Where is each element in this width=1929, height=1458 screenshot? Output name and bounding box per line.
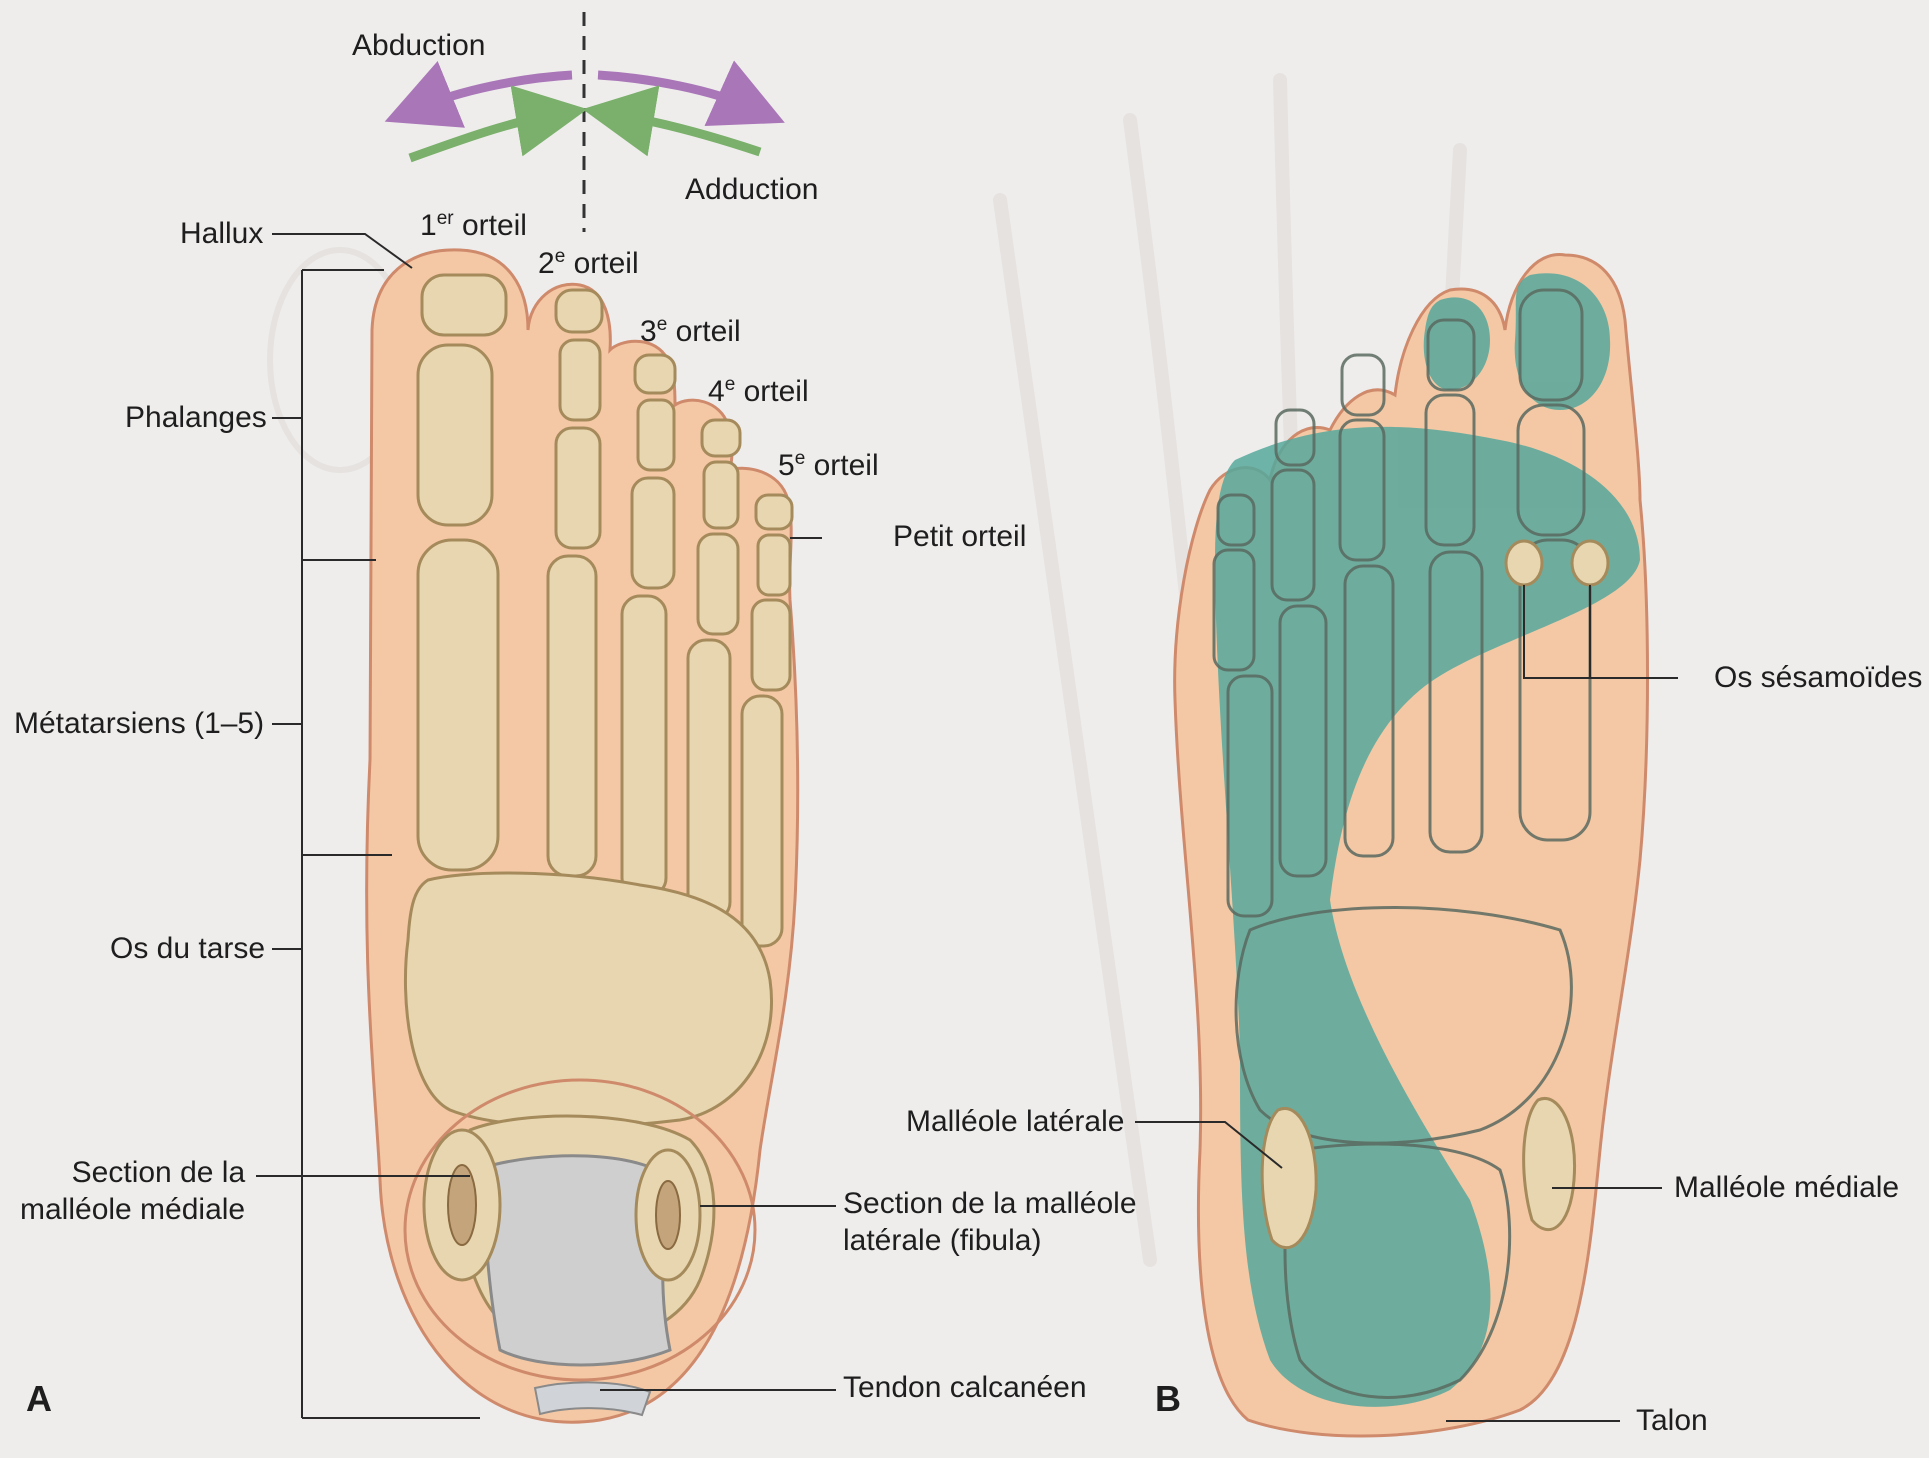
medial-malleolus-b	[1524, 1098, 1575, 1229]
talon-label: Talon	[1636, 1403, 1708, 1440]
sesamoid-bone-2	[1572, 541, 1608, 585]
phalanges-label: Phalanges	[125, 400, 267, 437]
section-malleole-laterale-line2: latérale (fibula)	[843, 1223, 1137, 1260]
toe4-middle-phalanx	[704, 462, 738, 528]
abduction-label: Abduction	[352, 28, 485, 65]
metatarsal-1	[418, 540, 498, 870]
metatarsal-5	[742, 696, 782, 946]
tarsal-bones	[405, 873, 771, 1127]
toe3-distal-phalanx	[635, 355, 675, 393]
adduction-label: Adduction	[685, 172, 818, 209]
panel-b-letter: B	[1155, 1378, 1181, 1420]
adduction-arrow-right	[618, 115, 760, 152]
petit-orteil-label: Petit orteil	[893, 519, 1026, 556]
toe-5-label: 5e orteil	[778, 448, 879, 485]
tendon-calcaneen-label: Tendon calcanéen	[843, 1370, 1087, 1407]
hallux-label: Hallux	[180, 216, 263, 253]
toe2-distal-phalanx	[556, 290, 602, 332]
os-sesamoides-label: Os sésamoïdes	[1714, 660, 1922, 697]
toe5-proximal-phalanx	[752, 600, 790, 690]
lateral-malleolus-marrow	[656, 1181, 680, 1249]
metatarsal-3	[622, 596, 666, 896]
toe5-middle-phalanx	[758, 535, 790, 595]
hallux-distal-phalanx	[422, 275, 506, 335]
toe4-distal-phalanx	[702, 420, 740, 456]
metatarsal-2	[548, 556, 596, 876]
section-malleole-mediale-label: Section de la malléole médiale	[20, 1155, 245, 1228]
toe2-proximal-phalanx	[556, 428, 600, 548]
toe5-distal-phalanx	[756, 495, 792, 529]
metatarsal-4	[688, 640, 730, 920]
abduction-arrow-left	[418, 75, 572, 108]
lateral-malleolus-b	[1262, 1108, 1316, 1247]
abduction-arrow-right	[598, 75, 752, 108]
section-malleole-laterale-label: Section de la malléole latérale (fibula)	[843, 1186, 1137, 1259]
malleole-laterale-label: Malléole latérale	[906, 1104, 1124, 1141]
sesamoid-bone-1	[1506, 541, 1542, 585]
toe3-middle-phalanx	[638, 400, 674, 470]
os-du-tarse-label: Os du tarse	[110, 931, 265, 968]
malleole-mediale-label: Malléole médiale	[1674, 1170, 1899, 1207]
toe-1-label: 1er orteil	[420, 208, 527, 245]
section-malleole-mediale-line2: malléole médiale	[20, 1192, 245, 1229]
toe2-middle-phalanx	[560, 340, 600, 420]
adduction-arrow-left	[410, 115, 552, 158]
foot-plantar-view	[1175, 255, 1648, 1436]
metatarsiens-label: Métatarsiens (1–5)	[14, 706, 264, 743]
foot-dorsal-view	[367, 250, 798, 1422]
toe3-proximal-phalanx	[632, 478, 674, 588]
toe-4-label: 4e orteil	[708, 374, 809, 411]
toe-2-label: 2e orteil	[538, 246, 639, 283]
section-malleole-laterale-line1: Section de la malléole	[843, 1186, 1137, 1223]
section-malleole-mediale-line1: Section de la	[20, 1155, 245, 1192]
toe4-proximal-phalanx	[698, 534, 738, 634]
hallux-proximal-phalanx	[418, 345, 492, 525]
toe-3-label: 3e orteil	[640, 314, 741, 351]
panel-a-letter: A	[26, 1378, 52, 1420]
